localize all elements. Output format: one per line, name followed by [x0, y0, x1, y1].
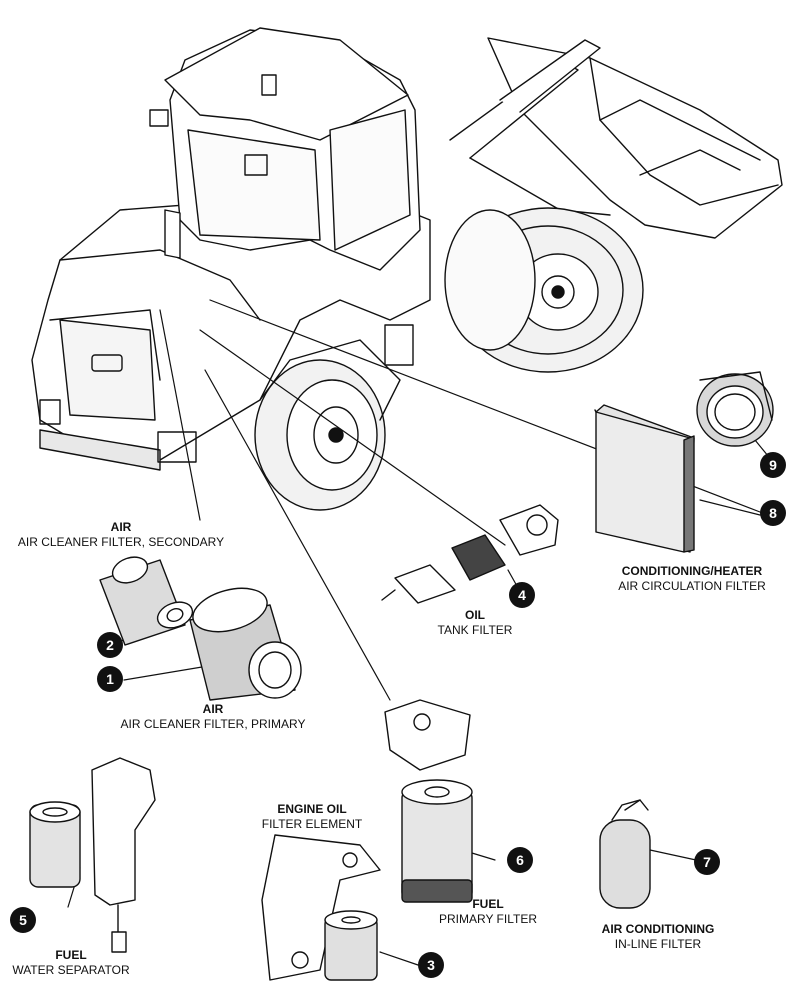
label-conditioning-heater: CONDITIONING/HEATER AIR CIRCULATION FILT…	[618, 564, 766, 593]
label-air-cleaner-secondary: AIR AIR CLEANER FILTER, SECONDARY	[17, 520, 225, 549]
engine-oil-filter-illustration	[261, 834, 381, 981]
fuel-primary-filter-illustration	[384, 699, 473, 903]
air-cleaner-primary-illustration	[189, 587, 302, 701]
wheel-loader-illustration	[31, 27, 783, 511]
callout-badge-2: 2	[97, 632, 123, 658]
callout-badge-9: 9	[760, 452, 786, 478]
callout-badge-6: 6	[507, 847, 533, 873]
callout-badge-4: 4	[509, 582, 535, 608]
callout-badge-8: 8	[760, 500, 786, 526]
label-fuel-water-separator: FUEL WATER SEPARATOR	[12, 948, 130, 977]
callout-badge-7: 7	[694, 849, 720, 875]
ac-inline-filter-illustration	[599, 799, 651, 909]
label-engine-oil-filter: ENGINE OIL FILTER ELEMENT	[261, 802, 363, 831]
label-fuel-primary-filter: FUEL PRIMARY FILTER	[438, 897, 538, 926]
label-air-cleaner-primary: AIR AIR CLEANER FILTER, PRIMARY	[120, 702, 306, 731]
callout-badge-3: 3	[418, 952, 444, 978]
label-air-conditioning-inline: AIR CONDITIONING IN-LINE FILTER	[601, 922, 715, 951]
fuel-water-separator-illustration	[29, 757, 156, 953]
callout-badge-1: 1	[97, 666, 123, 692]
oil-tank-filter-illustration	[381, 504, 559, 604]
air-cleaner-secondary-illustration	[99, 556, 194, 646]
ring-filter-illustration	[696, 371, 774, 447]
callout-badge-5: 5	[10, 907, 36, 933]
label-oil-tank-filter: OIL TANK FILTER	[437, 608, 513, 637]
cabin-air-filter-illustration	[594, 404, 695, 553]
